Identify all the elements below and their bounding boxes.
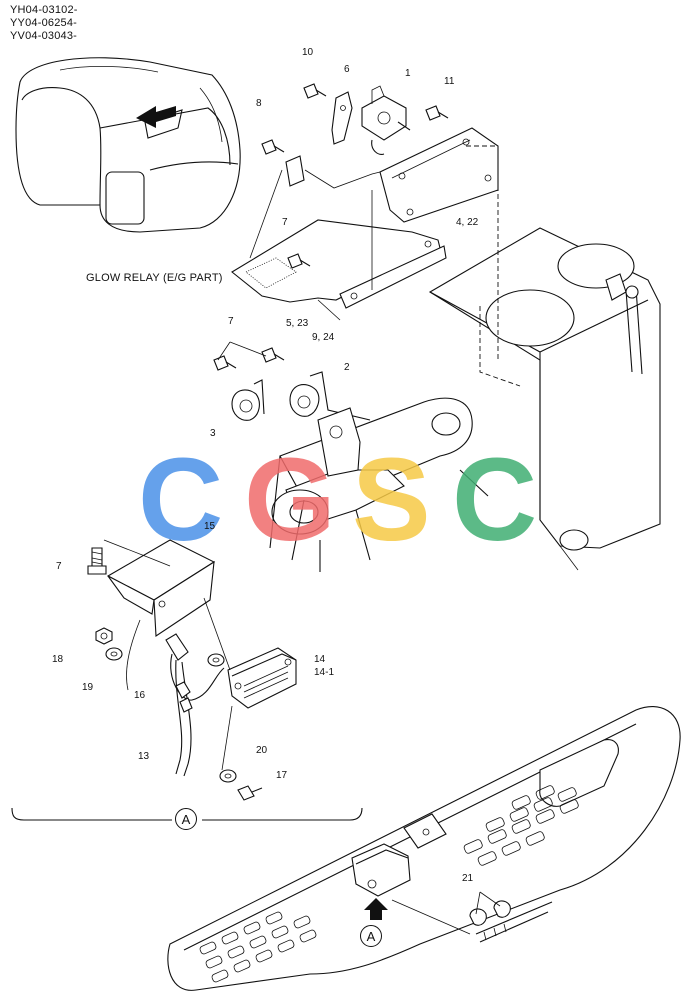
- horn-assembly: [213, 341, 371, 421]
- callout-18: 18: [52, 654, 64, 665]
- callout-6: 6: [344, 64, 350, 75]
- view-marker-a: A: [175, 808, 197, 830]
- callout-21: 21: [462, 873, 474, 884]
- watermark-letter: C: [452, 434, 537, 566]
- watermark-letter: C: [138, 434, 223, 566]
- callout-5-23: 5, 23: [286, 318, 309, 329]
- swing-frame-boss: [269, 397, 489, 572]
- callout-19: 19: [82, 682, 94, 693]
- glow-relay-bracket: [249, 83, 499, 259]
- serial-number: YV04-03043-: [10, 30, 78, 42]
- callout-14-1: 14-1: [314, 667, 335, 678]
- serial-number-list: YH04-03102- YY04-06254- YV04-03043-: [10, 4, 78, 43]
- watermark-letter: G: [244, 434, 336, 566]
- floor-cover-plate: [167, 705, 681, 991]
- callout-10: 10: [302, 47, 314, 58]
- view-marker-a: A: [360, 925, 382, 947]
- callout-20: 20: [256, 745, 268, 756]
- callout-7: 7: [282, 217, 288, 228]
- glow-relay-caption: GLOW RELAY (E/G PART): [86, 272, 223, 284]
- callout-9-24: 9, 24: [312, 332, 335, 343]
- callout-2: 2: [344, 362, 350, 373]
- callout-1: 1: [405, 68, 411, 79]
- callout-13: 13: [138, 751, 150, 762]
- callout-17: 17: [276, 770, 288, 781]
- callout-7: 7: [56, 561, 62, 572]
- machine-overview-sketch: [15, 57, 241, 233]
- callout-4-22: 4, 22: [456, 217, 479, 228]
- relay-mounting-tray: [231, 190, 447, 321]
- detail-a-components: [87, 539, 297, 801]
- callout-11: 11: [444, 76, 455, 87]
- callout-3: 3: [210, 428, 216, 439]
- callout-16: 16: [134, 690, 146, 701]
- callout-15: 15: [204, 521, 216, 532]
- fuel-tank-frame: [428, 145, 661, 571]
- serial-number: YY04-06254-: [10, 17, 78, 29]
- callout-14: 14: [314, 654, 326, 665]
- watermark-letter: S: [352, 434, 431, 566]
- callout-7: 7: [228, 316, 234, 327]
- callout-8: 8: [256, 98, 262, 109]
- serial-number: YH04-03102-: [10, 4, 78, 16]
- detail-a-bracket: [11, 807, 363, 821]
